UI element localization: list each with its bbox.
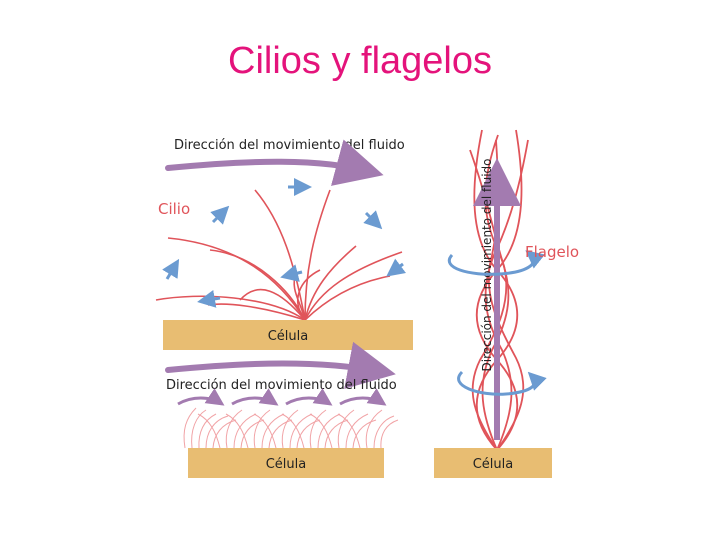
carpet-wave-arrows: [177, 388, 387, 406]
cilium-label: Cilio: [158, 200, 190, 218]
cilium-panel: Dirección del movimiento del fluido Cili…: [155, 138, 413, 350]
cilium-strokes: [155, 189, 403, 321]
cilia-carpet-panel: Dirección del movimiento del fluido: [165, 341, 399, 478]
carpet-cell: [188, 448, 384, 478]
flagellum-panel: Dirección del movimiento del fluido Flag…: [434, 129, 579, 478]
carpet-flow-arrow: [165, 341, 396, 389]
flagellum-cell-label: Célula: [473, 457, 514, 472]
cilium-flow-label: Dirección del movimiento del fluido: [174, 138, 405, 153]
slide-title: Cilios y flagelos: [228, 40, 492, 82]
cilium-cell-label: Célula: [268, 329, 309, 344]
carpet-cell-label: Célula: [266, 457, 307, 472]
flagellum-flow-label: Dirección del movimiento del fluido: [480, 158, 494, 371]
flagellum-label: Flagelo: [525, 243, 579, 261]
cilium-motion-arrows: [162, 178, 406, 308]
flagellum-rotation-arrows: [448, 250, 547, 396]
flagellum-cell: [434, 448, 552, 478]
cilium-flow-arrow: [165, 139, 384, 186]
carpet-flow-label: Dirección del movimiento del fluido: [166, 378, 397, 393]
carpet-cilia: [183, 407, 399, 449]
